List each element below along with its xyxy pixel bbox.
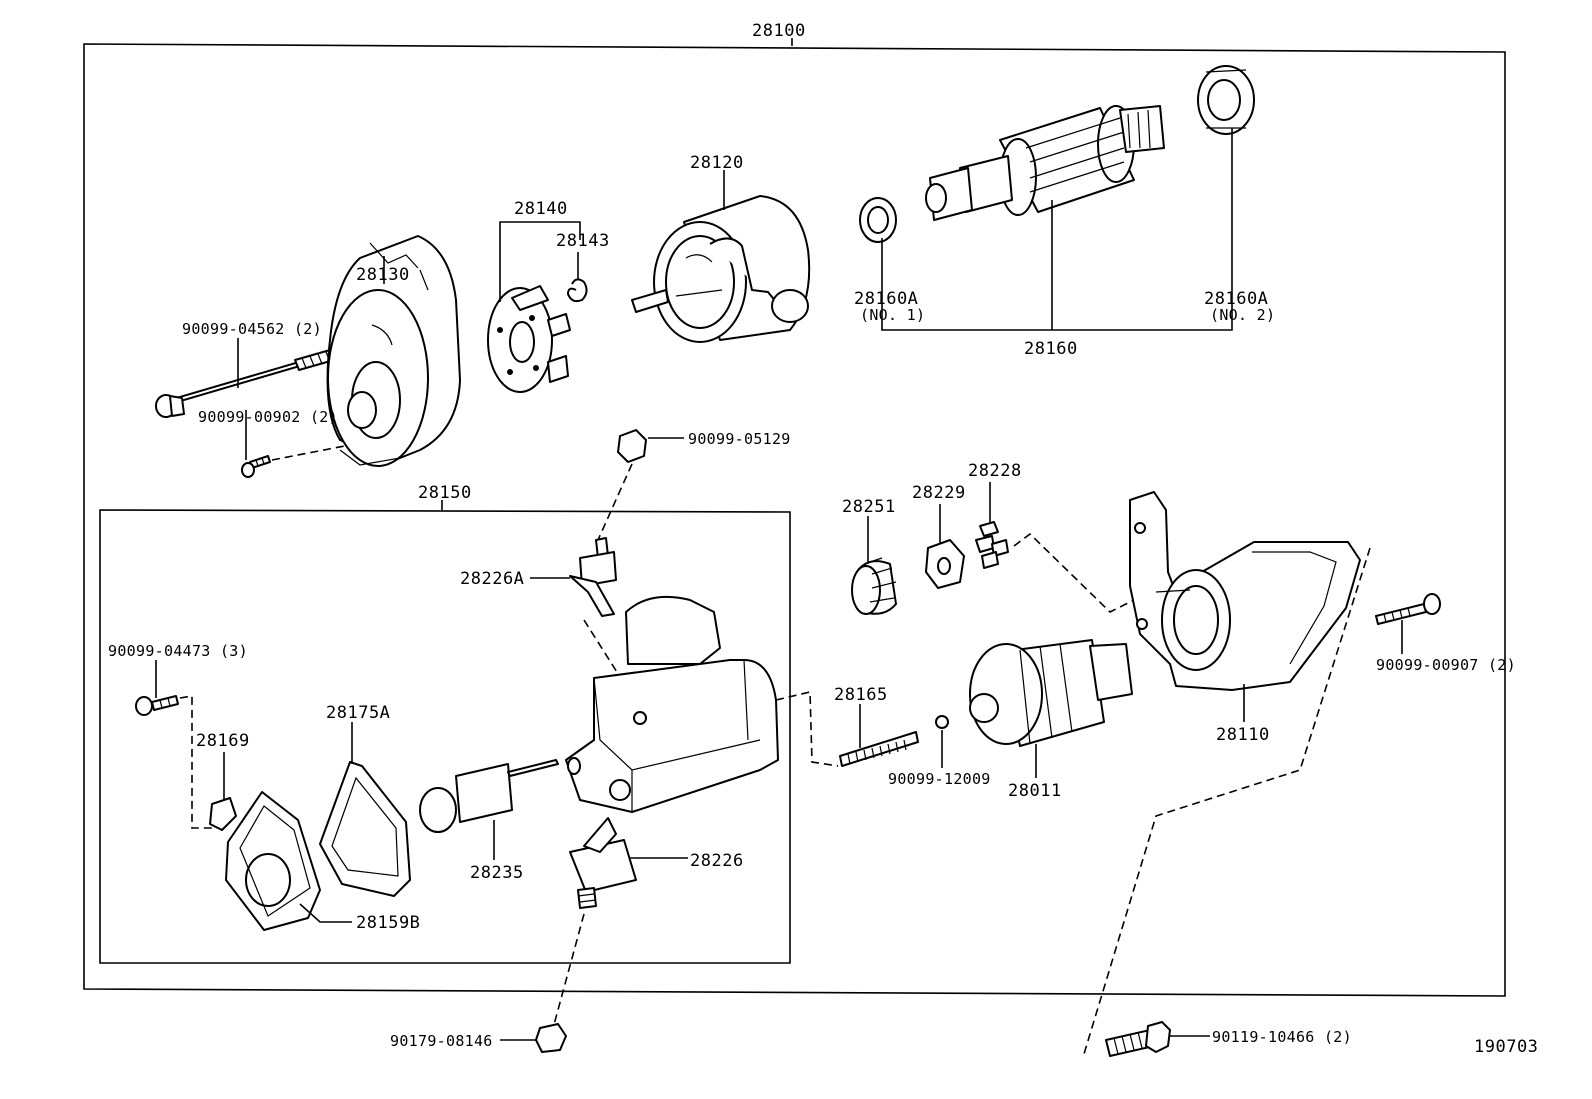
armature-illustration <box>925 105 1165 221</box>
label-28130: 28130 <box>356 265 410 285</box>
label-28175a: 28175A <box>326 703 390 723</box>
assembly-frame-28100 <box>83 38 1506 997</box>
label-28159b: 28159B <box>356 913 420 933</box>
yoke-illustration <box>631 195 811 343</box>
screw-00902-illustration <box>241 443 356 478</box>
label-28160a-no1-note: (NO. 1) <box>860 306 925 324</box>
label-28160a-no1: 28160A <box>854 289 918 309</box>
label-90099-04473: 90099-04473 (3) <box>108 642 248 660</box>
label-28110: 28110 <box>1216 725 1270 745</box>
label-28226: 28226 <box>690 851 744 871</box>
magnetic-switch-illustration <box>565 595 839 813</box>
through-bolt-illustration <box>155 349 335 418</box>
label-assembly-28150: 28150 <box>418 483 472 503</box>
end-cover-28159b-illustration <box>225 791 321 931</box>
label-28226a: 28226A <box>460 569 524 589</box>
clip-28169-illustration <box>209 797 237 831</box>
label-90179-08146: 90179-08146 <box>390 1032 493 1050</box>
steel-ball-illustration <box>935 715 949 729</box>
leader-lines <box>155 128 1403 923</box>
nut-05129-illustration <box>597 429 647 541</box>
planetary-gear-28251-illustration <box>851 557 897 615</box>
rollers-28228-illustration <box>975 521 1135 613</box>
label-28160: 28160 <box>1024 339 1078 359</box>
clutch-28229-illustration <box>925 539 965 589</box>
bearing-no1-illustration <box>859 197 897 243</box>
brush-spring-illustration <box>567 278 588 303</box>
label-90099-00907: 90099-00907 (2) <box>1376 656 1516 674</box>
bolt-00907-illustration <box>1375 593 1441 625</box>
label-28160a-no2-note: (NO. 2) <box>1210 306 1275 324</box>
label-90099-12009: 90099-12009 <box>888 770 991 788</box>
label-28251: 28251 <box>842 497 896 517</box>
label-28143: 28143 <box>556 231 610 251</box>
bearing-no2-illustration <box>1197 65 1255 135</box>
drive-housing-28110-illustration <box>1083 491 1371 1055</box>
label-28140: 28140 <box>514 199 568 219</box>
terminal-28226a-illustration <box>569 537 647 719</box>
label-28235: 28235 <box>470 863 524 883</box>
label-90099-04562: 90099-04562 (2) <box>182 320 322 338</box>
terminal-28226-illustration <box>551 817 637 1033</box>
label-28160a-no2: 28160A <box>1204 289 1268 309</box>
label-90099-05129: 90099-05129 <box>688 430 791 448</box>
label-28228: 28228 <box>968 461 1022 481</box>
brush-holder-illustration <box>487 285 571 393</box>
nut-08146-illustration <box>500 1023 567 1053</box>
label-28169: 28169 <box>196 731 250 751</box>
bolt-04473-illustration <box>135 695 212 829</box>
bolt-10466-illustration <box>1105 1021 1210 1057</box>
part-labels: 28100 28150 190703 28130 28140 28143 281… <box>108 21 1538 1057</box>
assembly-frame-28150 <box>99 500 791 964</box>
gasket-28175a-illustration <box>319 761 411 897</box>
label-28229: 28229 <box>912 483 966 503</box>
return-spring-28165-illustration <box>839 731 919 767</box>
plunger-28235-illustration <box>419 759 559 833</box>
label-90099-00902: 90099-00902 (2) <box>198 408 338 426</box>
commutator-end-frame-illustration <box>326 235 461 467</box>
label-28011: 28011 <box>1008 781 1062 801</box>
label-figure-number: 190703 <box>1474 1037 1538 1057</box>
label-assembly-28100: 28100 <box>752 21 806 41</box>
label-28165: 28165 <box>834 685 888 705</box>
starter-clutch-28011-illustration <box>969 639 1133 747</box>
label-90119-10466: 90119-10466 (2) <box>1212 1028 1352 1046</box>
label-28120: 28120 <box>690 153 744 173</box>
